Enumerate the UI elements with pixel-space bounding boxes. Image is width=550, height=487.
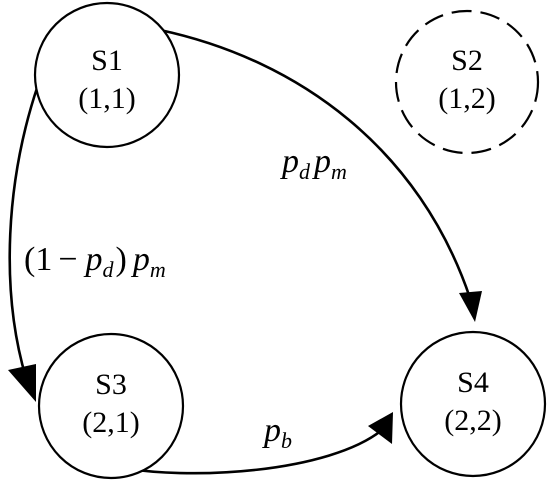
edge-s1-s3-label-minus: − bbox=[58, 241, 77, 278]
edge-s3-s4-arrowhead bbox=[368, 412, 393, 444]
edge-s1-s4-arrowhead bbox=[459, 291, 482, 322]
node-s1: S1 (1,1) bbox=[33, 1, 181, 149]
edge-s1-s3-label-open: (1 bbox=[24, 241, 52, 278]
edge-s1-s3-label-sub1: d bbox=[103, 257, 115, 282]
edge-s1-s4-label-p1: p bbox=[280, 143, 299, 180]
edge-s1-s4-label-p2: p bbox=[312, 143, 331, 180]
edge-s1-to-s3 bbox=[8, 84, 40, 402]
node-s2-name: S2 bbox=[451, 44, 483, 77]
node-s3-coords: (2,1) bbox=[82, 406, 139, 439]
node-s4-circle bbox=[399, 330, 547, 478]
node-s4-name: S4 bbox=[457, 366, 489, 399]
node-s3: S3 (2,1) bbox=[37, 332, 185, 480]
edge-s1-s3-arrowhead bbox=[8, 364, 36, 402]
edge-s1-s3-label: (1−pd)pm bbox=[24, 241, 166, 282]
edge-s1-s3-label-p1: p bbox=[84, 241, 103, 278]
node-s2-coords: (1,2) bbox=[438, 82, 495, 115]
node-s3-name: S3 bbox=[95, 368, 127, 401]
edge-s3-s4-label-p1: p bbox=[262, 412, 281, 449]
edge-s3-s4-label: pb bbox=[262, 412, 292, 453]
edge-s1-s3-label-p2: p bbox=[131, 241, 150, 278]
node-s4-coords: (2,2) bbox=[444, 404, 501, 437]
node-s2-circle bbox=[394, 9, 540, 155]
edge-s3-s4-label-sub1: b bbox=[281, 428, 292, 453]
node-s2: S2 (1,2) bbox=[394, 9, 540, 155]
edge-s1-s4-label-sub1: d bbox=[299, 159, 311, 184]
edge-s1-s4-label-sub2: m bbox=[331, 159, 347, 184]
node-s1-coords: (1,1) bbox=[78, 82, 135, 115]
edge-s1-to-s4 bbox=[159, 28, 482, 322]
edge-s1-s3-label-sub2: m bbox=[150, 257, 166, 282]
edge-s1-s3-line bbox=[8, 84, 40, 379]
node-s1-circle bbox=[33, 1, 181, 149]
edge-s1-s3-label-close: ) bbox=[116, 241, 127, 278]
node-s4: S4 (2,2) bbox=[399, 330, 547, 478]
node-s1-name: S1 bbox=[91, 44, 123, 77]
edge-s1-s4-line bbox=[159, 28, 472, 299]
node-s3-circle bbox=[37, 332, 185, 480]
